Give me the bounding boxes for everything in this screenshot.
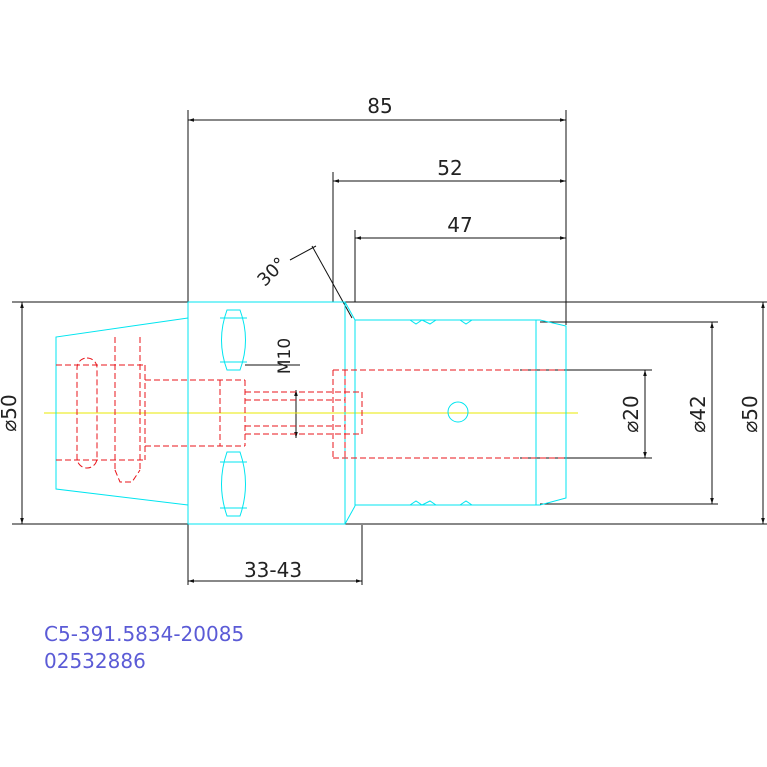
part-number-line2: 02532886 <box>44 649 146 673</box>
thread-label: M10 <box>275 338 295 374</box>
dia-42-label: ⌀42 <box>686 395 710 433</box>
dim-47-label: 47 <box>447 213 472 237</box>
hidden-lines <box>56 337 566 483</box>
dim-33-43-label: 33-43 <box>244 558 302 582</box>
dim-52-label: 52 <box>437 156 462 180</box>
part-number-line1: C5-391.5834-20085 <box>44 622 244 646</box>
part-outline <box>55 301 567 525</box>
dim-85-label: 85 <box>367 94 392 118</box>
dimension-lines <box>20 118 765 583</box>
dia-left-label: ⌀50 <box>0 394 21 432</box>
chamfer-angle-label: 30° <box>253 253 290 290</box>
dia-right-label: ⌀50 <box>738 395 762 433</box>
dia-20-label: ⌀20 <box>619 395 643 433</box>
